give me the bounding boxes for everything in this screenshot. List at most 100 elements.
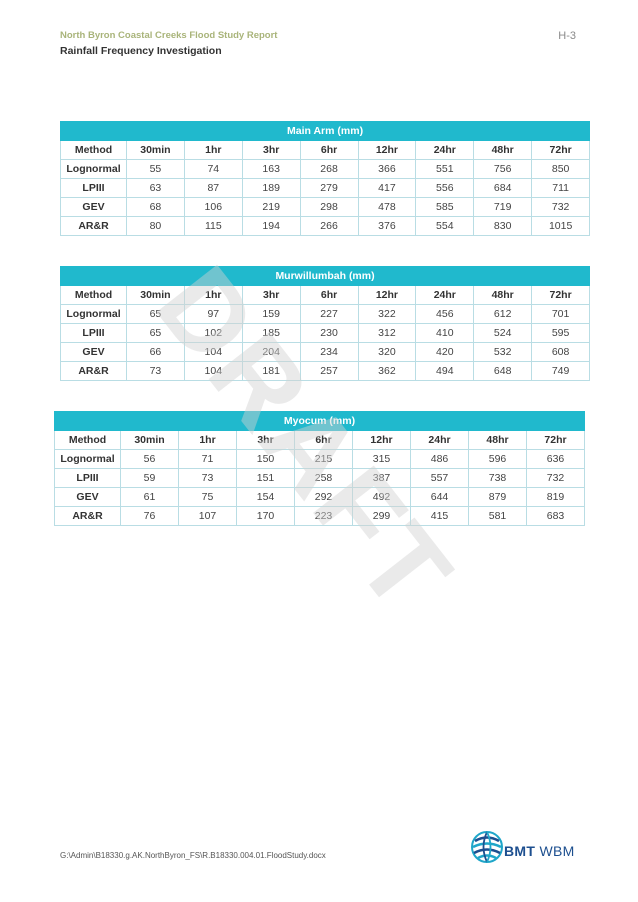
value-cell: 556	[415, 178, 475, 198]
value-cell: 315	[352, 449, 411, 469]
value-cell: 387	[352, 468, 411, 488]
value-cell: 684	[473, 178, 533, 198]
column-header: 48hr	[473, 140, 533, 160]
value-cell: 97	[183, 304, 243, 324]
value-cell: 362	[357, 361, 417, 381]
value-cell: 644	[410, 487, 469, 507]
value-cell: 87	[183, 178, 243, 198]
value-cell: 596	[468, 449, 527, 469]
value-cell: 557	[410, 468, 469, 488]
method-cell: AR&R	[54, 506, 121, 526]
value-cell: 73	[178, 468, 237, 488]
column-header: 48hr	[473, 285, 533, 305]
value-cell: 420	[415, 342, 475, 362]
method-cell: Lognormal	[60, 304, 127, 324]
value-cell: 234	[299, 342, 359, 362]
section-title: Rainfall Frequency Investigation	[60, 45, 222, 57]
value-cell: 104	[183, 361, 243, 381]
column-header: 3hr	[241, 285, 301, 305]
value-cell: 266	[299, 216, 359, 236]
method-cell: GEV	[60, 342, 127, 362]
footer-file-path: G:\Admin\B18330.g.AK.NorthByron_FS\R.B18…	[60, 851, 326, 860]
value-cell: 258	[294, 468, 353, 488]
value-cell: 608	[531, 342, 591, 362]
value-cell: 830	[473, 216, 533, 236]
value-cell: 102	[183, 323, 243, 343]
value-cell: 612	[473, 304, 533, 324]
value-cell: 56	[120, 449, 179, 469]
value-cell: 219	[241, 197, 301, 217]
value-cell: 159	[241, 304, 301, 324]
value-cell: 106	[183, 197, 243, 217]
logo-bmt-text: BMT	[504, 843, 536, 859]
value-cell: 366	[357, 159, 417, 179]
method-cell: LPIII	[54, 468, 121, 488]
value-cell: 73	[126, 361, 185, 381]
value-cell: 819	[525, 487, 586, 507]
value-cell: 719	[473, 197, 533, 217]
value-cell: 76	[120, 506, 179, 526]
value-cell: 66	[126, 342, 185, 362]
value-cell: 701	[531, 304, 591, 324]
value-cell: 181	[241, 361, 301, 381]
table-caption-row: Murwillumbah (mm)	[59, 266, 591, 286]
value-cell: 63	[126, 178, 185, 198]
value-cell: 61	[120, 487, 179, 507]
column-header: 24hr	[415, 140, 475, 160]
method-cell: Lognormal	[54, 449, 121, 469]
value-cell: 75	[178, 487, 237, 507]
value-cell: 204	[241, 342, 301, 362]
value-cell: 268	[299, 159, 359, 179]
value-cell: 230	[299, 323, 359, 343]
value-cell: 154	[236, 487, 295, 507]
column-header: 3hr	[236, 430, 295, 450]
value-cell: 711	[531, 178, 591, 198]
value-cell: 322	[357, 304, 417, 324]
value-cell: 298	[299, 197, 359, 217]
table-caption-row: Myocum (mm)	[53, 411, 586, 431]
logo-wbm-text: WBM	[539, 843, 575, 859]
value-cell: 551	[415, 159, 475, 179]
value-cell: 189	[241, 178, 301, 198]
value-cell: 749	[531, 361, 591, 381]
column-header: 48hr	[468, 430, 527, 450]
column-header: Method	[54, 430, 121, 450]
column-header: Method	[60, 140, 127, 160]
value-cell: 107	[178, 506, 237, 526]
value-cell: 683	[525, 506, 586, 526]
value-cell: 478	[357, 197, 417, 217]
value-cell: 524	[473, 323, 533, 343]
column-header: 24hr	[410, 430, 469, 450]
column-header: 12hr	[357, 140, 417, 160]
globe-logo-icon	[471, 831, 503, 863]
table-caption: Main Arm (mm)	[59, 121, 591, 141]
value-cell: 1015	[531, 216, 591, 236]
method-cell: AR&R	[60, 216, 127, 236]
value-cell: 492	[352, 487, 411, 507]
value-cell: 850	[531, 159, 591, 179]
value-cell: 738	[468, 468, 527, 488]
value-cell: 215	[294, 449, 353, 469]
value-cell: 115	[183, 216, 243, 236]
value-cell: 299	[352, 506, 411, 526]
value-cell: 151	[236, 468, 295, 488]
value-cell: 415	[410, 506, 469, 526]
value-cell: 59	[120, 468, 179, 488]
column-header: 30min	[126, 285, 185, 305]
value-cell: 312	[357, 323, 417, 343]
value-cell: 223	[294, 506, 353, 526]
value-cell: 648	[473, 361, 533, 381]
bmt-wbm-logo: BMT WBM	[470, 830, 580, 866]
table-caption: Myocum (mm)	[53, 411, 586, 431]
column-header: 1hr	[183, 140, 243, 160]
